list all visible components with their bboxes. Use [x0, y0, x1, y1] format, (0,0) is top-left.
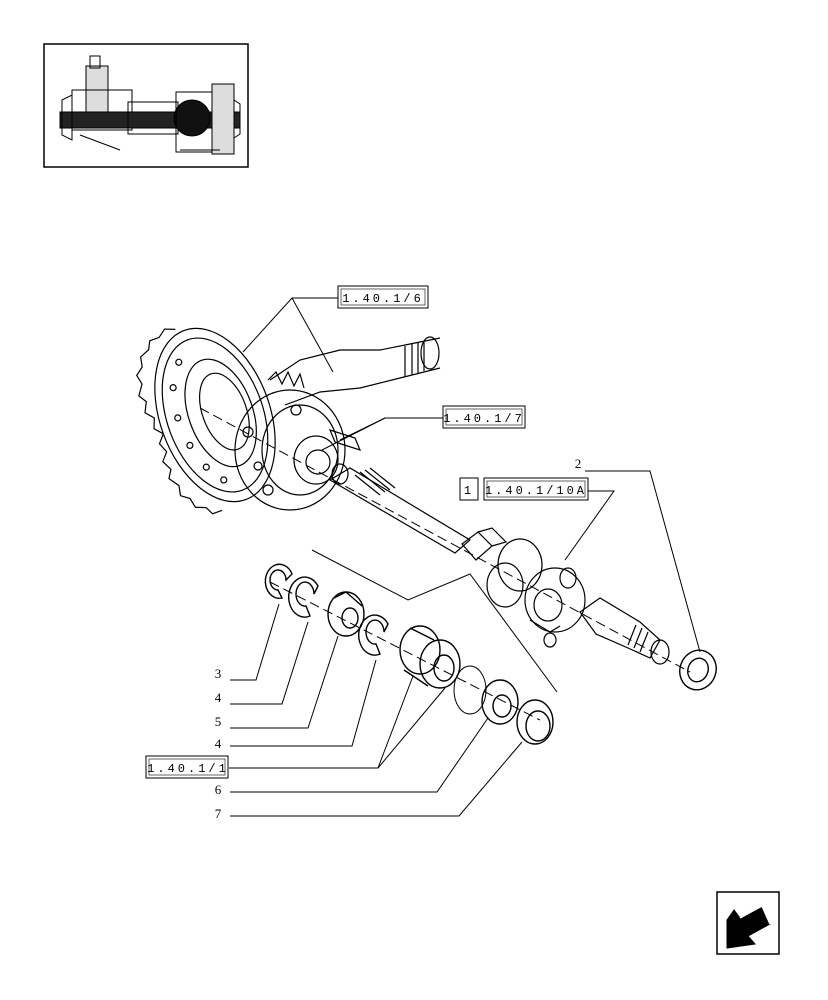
- part-3-circlip: [264, 563, 293, 600]
- leader-lines: [229, 297, 701, 817]
- ref-label: 1.40.1/6: [342, 292, 424, 306]
- callout-3: 3: [215, 666, 222, 681]
- universal-joint: [486, 538, 586, 648]
- ref-label: 1.40.1/7: [443, 412, 525, 426]
- callout-2: 2: [575, 456, 582, 471]
- outer-stub-shaft: [579, 597, 670, 665]
- part-1-40-1-1-seal-assembly: [399, 625, 487, 715]
- ref-label: 1.40.1/10A: [485, 484, 587, 498]
- ref-box-1[interactable]: 1: [459, 477, 479, 501]
- part-4-circlip-b: [358, 614, 389, 656]
- exploded-group-bracket: [311, 549, 558, 693]
- axle-shaft: [328, 463, 508, 561]
- callout-4-first: 4: [215, 690, 222, 705]
- ref-box-1-40-1-10a[interactable]: 1.40.1/10A: [483, 477, 589, 501]
- callout-7: 7: [215, 806, 222, 821]
- part-5-bearing: [327, 591, 365, 637]
- part-7-seal-ring: [516, 699, 554, 745]
- ref-box-1-40-1-6[interactable]: 1.40.1/6: [337, 285, 429, 309]
- part-4-circlip-a: [288, 576, 319, 618]
- ref-label: 1: [464, 484, 474, 498]
- crown-wheel: [136, 327, 276, 515]
- ref-box-1-40-1-7[interactable]: 1.40.1/7: [442, 405, 526, 429]
- callout-6: 6: [215, 782, 222, 797]
- axle-assembly-thumbnail[interactable]: [43, 43, 249, 168]
- part-2-thrust-ring: [679, 649, 717, 691]
- part-6-bearing-cup: [481, 679, 519, 725]
- parts-axis-line: [269, 581, 541, 721]
- differential-cage: [234, 389, 362, 511]
- ref-box-1-40-1-1[interactable]: 1.40.1/1: [145, 755, 229, 779]
- pinion-shaft: [267, 336, 441, 406]
- previous-page-arrow-icon[interactable]: [716, 891, 780, 955]
- callout-4-second: 4: [215, 736, 222, 751]
- centre-axis-line: [199, 407, 691, 673]
- ref-label: 1.40.1/1: [147, 762, 229, 776]
- callout-5: 5: [215, 714, 222, 729]
